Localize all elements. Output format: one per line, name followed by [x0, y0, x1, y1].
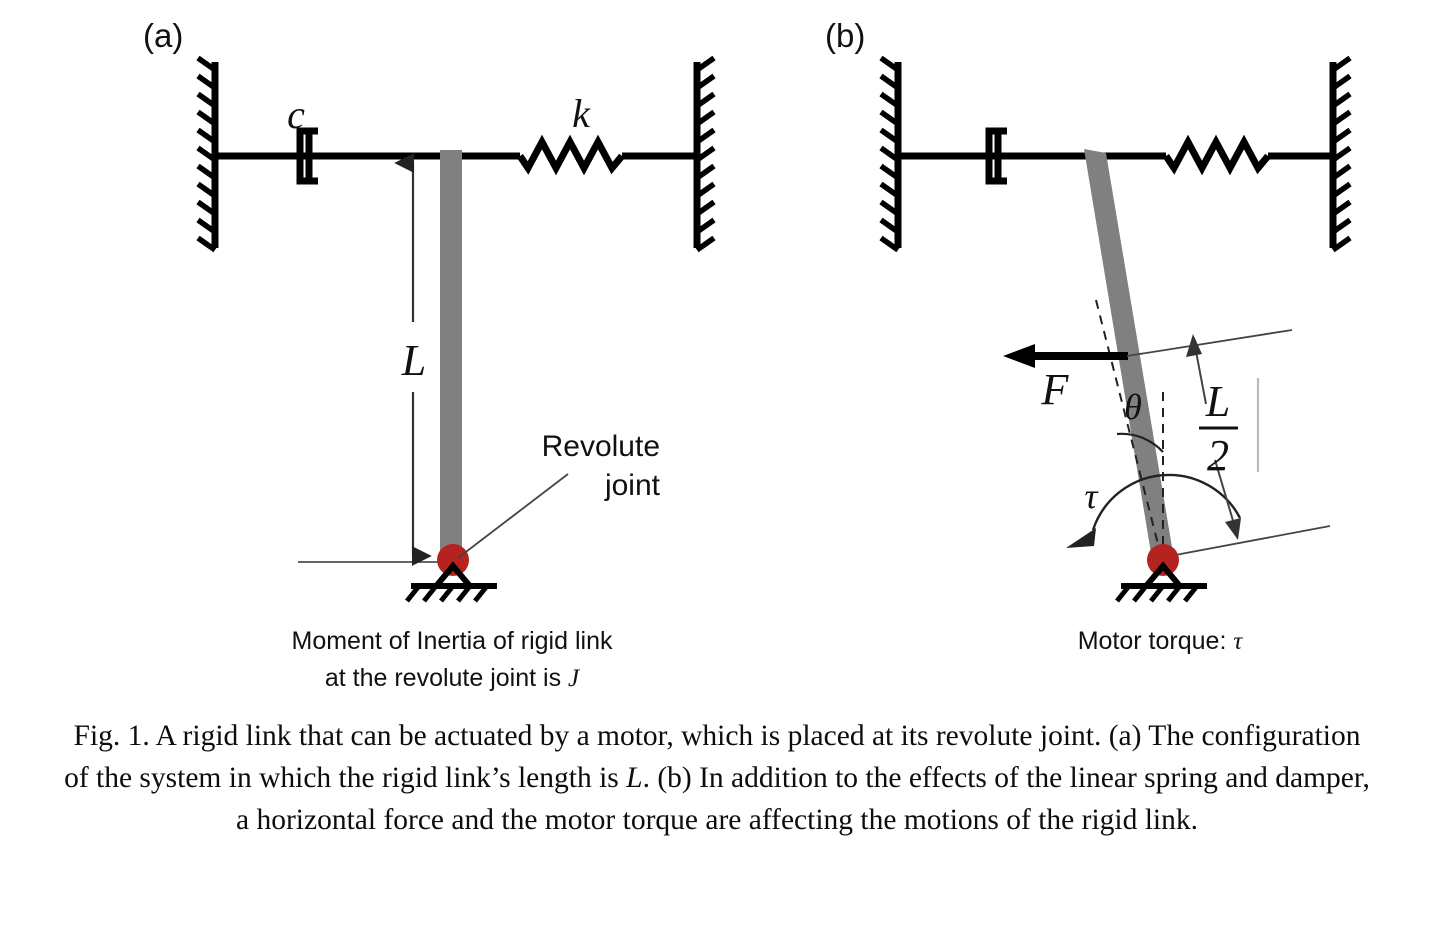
- joint-circle-a: [437, 544, 469, 576]
- joint-support-a: [434, 561, 472, 587]
- theta-label-b: θ: [1124, 387, 1142, 427]
- right-wall-b: [1329, 55, 1352, 253]
- panel-b-letter: (b): [825, 17, 865, 54]
- damper-b: [898, 127, 1090, 185]
- inertia-note-line1: Moment of Inertia of rigid link: [292, 627, 613, 655]
- spring-a: [458, 134, 697, 176]
- length-label-a: L: [401, 336, 426, 385]
- theta-arc-b: [1116, 432, 1164, 453]
- damper-label-a: c: [287, 92, 305, 137]
- motor-torque-note: Motor torque: τ: [1078, 627, 1244, 655]
- left-wall-a: [196, 55, 219, 253]
- joint-circle-b: [1147, 544, 1179, 576]
- half-length-dimension-b: [1126, 329, 1331, 557]
- rigid-link-b: [1084, 149, 1174, 559]
- inertia-note-line2: at the revolute joint is J: [325, 664, 581, 692]
- revolute-joint-a: [405, 544, 497, 603]
- left-wall-b: [879, 55, 902, 253]
- joint-label-line1-a: Revolute: [542, 430, 660, 463]
- joint-support-b: [1144, 561, 1182, 587]
- panel-a-letter: (a): [143, 17, 183, 54]
- motor-torque-prefix: Motor torque:: [1078, 627, 1234, 655]
- mechanism-diagram: (a): [143, 17, 1352, 692]
- half-length-denominator: 2: [1207, 431, 1229, 480]
- panel-a: (a): [143, 17, 716, 692]
- inertia-note-prefix: at the revolute joint is: [325, 664, 568, 692]
- torque-arc-b: [1066, 473, 1242, 548]
- spring-b: [1100, 134, 1333, 176]
- ground-hatch-a: [405, 584, 489, 603]
- half-length-label-b: L 2: [1199, 377, 1238, 480]
- spring-label-a: k: [572, 91, 591, 136]
- half-length-numerator: L: [1205, 377, 1230, 426]
- link-centerline-b: [1095, 299, 1162, 557]
- revolute-joint-b: [1115, 544, 1207, 603]
- caption-text: Fig. 1. A rigid link that can be actuate…: [64, 720, 1370, 836]
- force-label-b: F: [1041, 365, 1070, 414]
- force-arrow-b: [1003, 344, 1128, 368]
- figure-caption: Fig. 1. A rigid link that can be actuate…: [62, 716, 1372, 842]
- joint-leader-line-a: [457, 473, 569, 559]
- panel-b: (b): [825, 17, 1352, 655]
- inertia-symbol: J: [568, 665, 581, 692]
- ground-hatch-b: [1115, 584, 1199, 603]
- rigid-link-a: [440, 150, 462, 562]
- torque-label-b: τ: [1085, 476, 1099, 516]
- damper-a: [215, 127, 443, 185]
- motor-torque-symbol: τ: [1233, 628, 1243, 655]
- right-wall-a: [693, 55, 716, 253]
- joint-label-line2-a: joint: [604, 469, 661, 502]
